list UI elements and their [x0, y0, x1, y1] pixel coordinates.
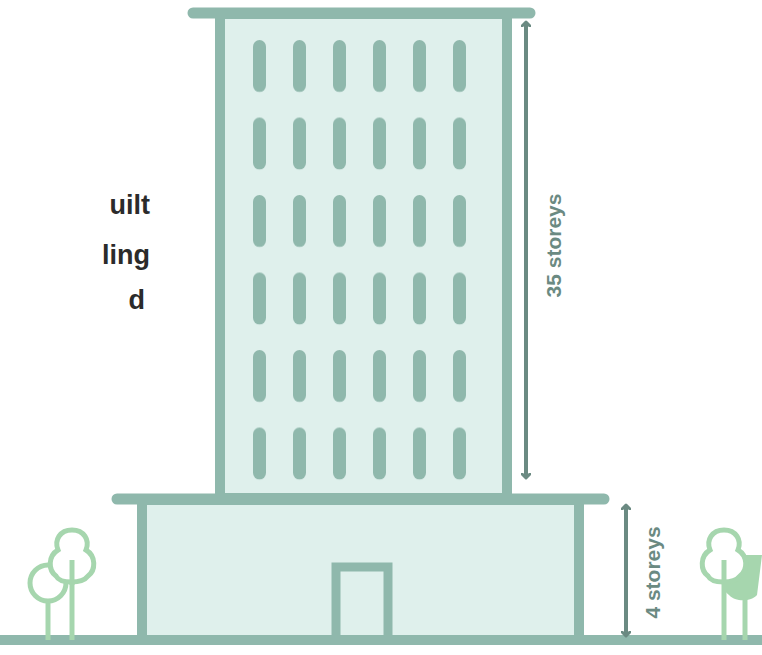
windows	[253, 40, 493, 495]
ground	[0, 635, 762, 645]
trees	[702, 530, 762, 640]
dimension-label: 35 storeys	[544, 193, 565, 297]
dimension-arrow	[524, 22, 528, 478]
door	[336, 567, 388, 640]
trees	[30, 530, 94, 640]
heading-fragment: ling	[102, 242, 150, 269]
dimension-label: 4 storeys	[641, 526, 662, 618]
heading-fragment: d	[129, 287, 146, 314]
podium	[142, 500, 579, 640]
heading-fragment: uilt	[110, 192, 151, 219]
dimension-arrow	[624, 505, 628, 636]
tower	[220, 14, 507, 498]
